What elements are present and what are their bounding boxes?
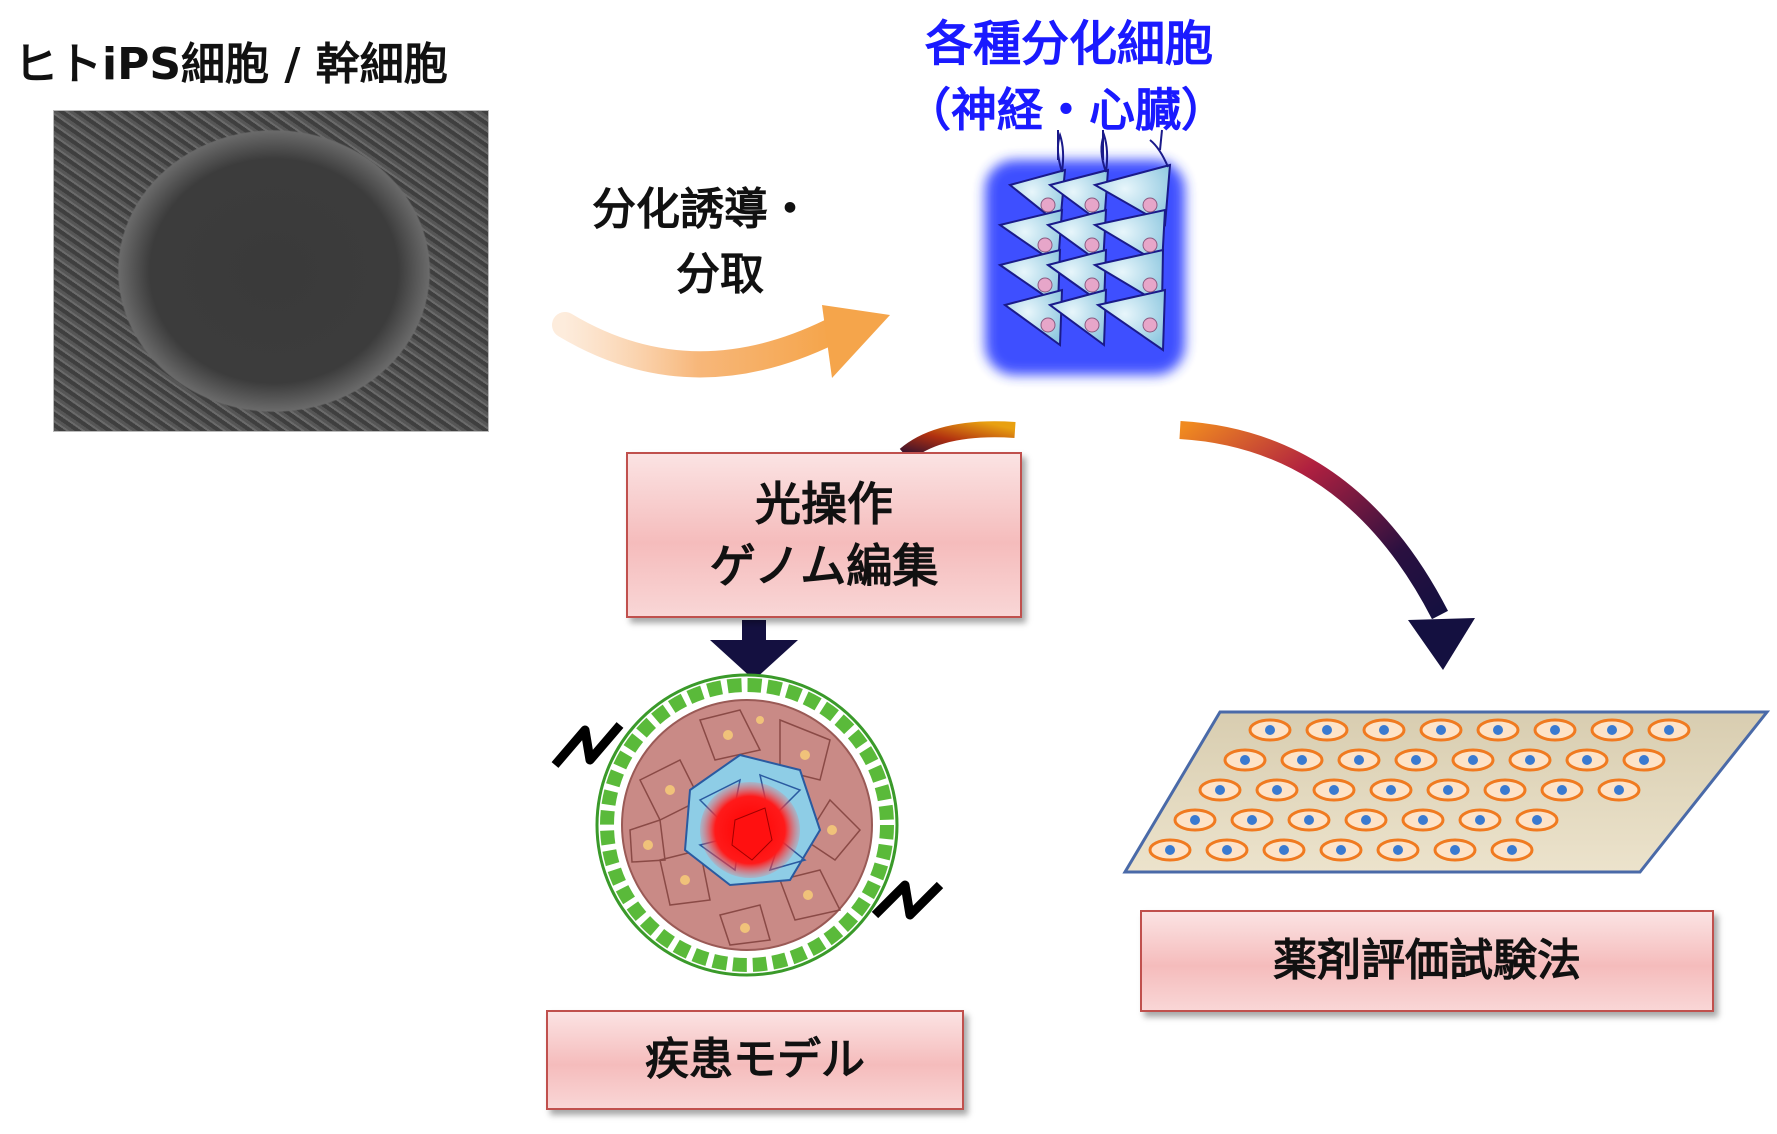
plate-cell-nucleus bbox=[1450, 845, 1460, 855]
induction-label-line1: 分化誘導・ bbox=[592, 184, 812, 235]
plate-cell-nucleus bbox=[1222, 845, 1232, 855]
plate-cell-nucleus bbox=[1607, 725, 1617, 735]
plate-cell-nucleus bbox=[1639, 755, 1649, 765]
induction-arrow bbox=[552, 305, 890, 378]
plate-cell-nucleus bbox=[1279, 845, 1289, 855]
ips-cell-colony-photo bbox=[53, 110, 489, 432]
optogenetics-line1: 光操作 bbox=[755, 476, 893, 531]
plate-cell-nucleus bbox=[1411, 755, 1421, 765]
plate-cell-nucleus bbox=[1550, 725, 1560, 735]
plate-cell-nucleus bbox=[1493, 725, 1503, 735]
drug-test-box: 薬剤評価試験法 bbox=[1140, 910, 1714, 1012]
plate-cell-nucleus bbox=[1614, 785, 1624, 795]
plate-cell-nucleus bbox=[1354, 755, 1364, 765]
plate-cell-nucleus bbox=[1265, 725, 1275, 735]
plate-cell-nucleus bbox=[1418, 815, 1428, 825]
differentiated-cells-illustration bbox=[985, 129, 1185, 375]
induction-label-line2: 分取 bbox=[676, 249, 764, 300]
drug-test-label: 薬剤評価試験法 bbox=[1273, 935, 1581, 987]
plate-cell-nucleus bbox=[1322, 725, 1332, 735]
plate-cell-nucleus bbox=[1379, 725, 1389, 735]
plate-cell-nucleus bbox=[1557, 785, 1567, 795]
plate-cell-nucleus bbox=[1468, 755, 1478, 765]
plate-cell-nucleus bbox=[1507, 845, 1517, 855]
drug-test-arrow bbox=[1179, 421, 1475, 670]
plate-cell-nucleus bbox=[1475, 815, 1485, 825]
plate-cell-nucleus bbox=[1297, 755, 1307, 765]
plate-cell-nucleus bbox=[1386, 785, 1396, 795]
plate-cell-nucleus bbox=[1329, 785, 1339, 795]
plate-cell-nucleus bbox=[1582, 755, 1592, 765]
differentiated-cells-title: 各種分化細胞 bbox=[925, 16, 1214, 72]
plate-cell-nucleus bbox=[1525, 755, 1535, 765]
differentiated-cells-subtitle: （神経・心臓） bbox=[905, 83, 1227, 137]
plate-cell-nucleus bbox=[1532, 815, 1542, 825]
plate-cell-nucleus bbox=[1664, 725, 1674, 735]
disease-model-box: 疾患モデル bbox=[546, 1010, 964, 1110]
plate-cell-nucleus bbox=[1393, 845, 1403, 855]
plate-cell-nucleus bbox=[1190, 815, 1200, 825]
plate-cell-nucleus bbox=[1361, 815, 1371, 825]
plate-cell-nucleus bbox=[1247, 815, 1257, 825]
plate-cell-nucleus bbox=[1272, 785, 1282, 795]
plate-cell-nucleus bbox=[1215, 785, 1225, 795]
plate-cell-nucleus bbox=[1336, 845, 1346, 855]
organoid-illustration bbox=[551, 673, 944, 977]
plate-cell-nucleus bbox=[1443, 785, 1453, 795]
plate-cell-nucleus bbox=[1165, 845, 1175, 855]
optogenetics-line2: ゲノム編集 bbox=[709, 539, 939, 593]
optogenetics-arrow-arc bbox=[899, 421, 1016, 462]
plate-cell-nucleus bbox=[1436, 725, 1446, 735]
stem-cell-label: ヒトiPS細胞 / 幹細胞 bbox=[14, 39, 448, 90]
plate-cell-nucleus bbox=[1304, 815, 1314, 825]
plate-cells bbox=[1148, 718, 1691, 862]
disease-model-label: 疾患モデル bbox=[645, 1034, 865, 1086]
plate-cell-nucleus bbox=[1240, 755, 1250, 765]
optogenetics-box: 光操作 ゲノム編集 bbox=[626, 452, 1022, 618]
plate-cell-nucleus bbox=[1500, 785, 1510, 795]
disease-model-arrow bbox=[710, 620, 798, 680]
